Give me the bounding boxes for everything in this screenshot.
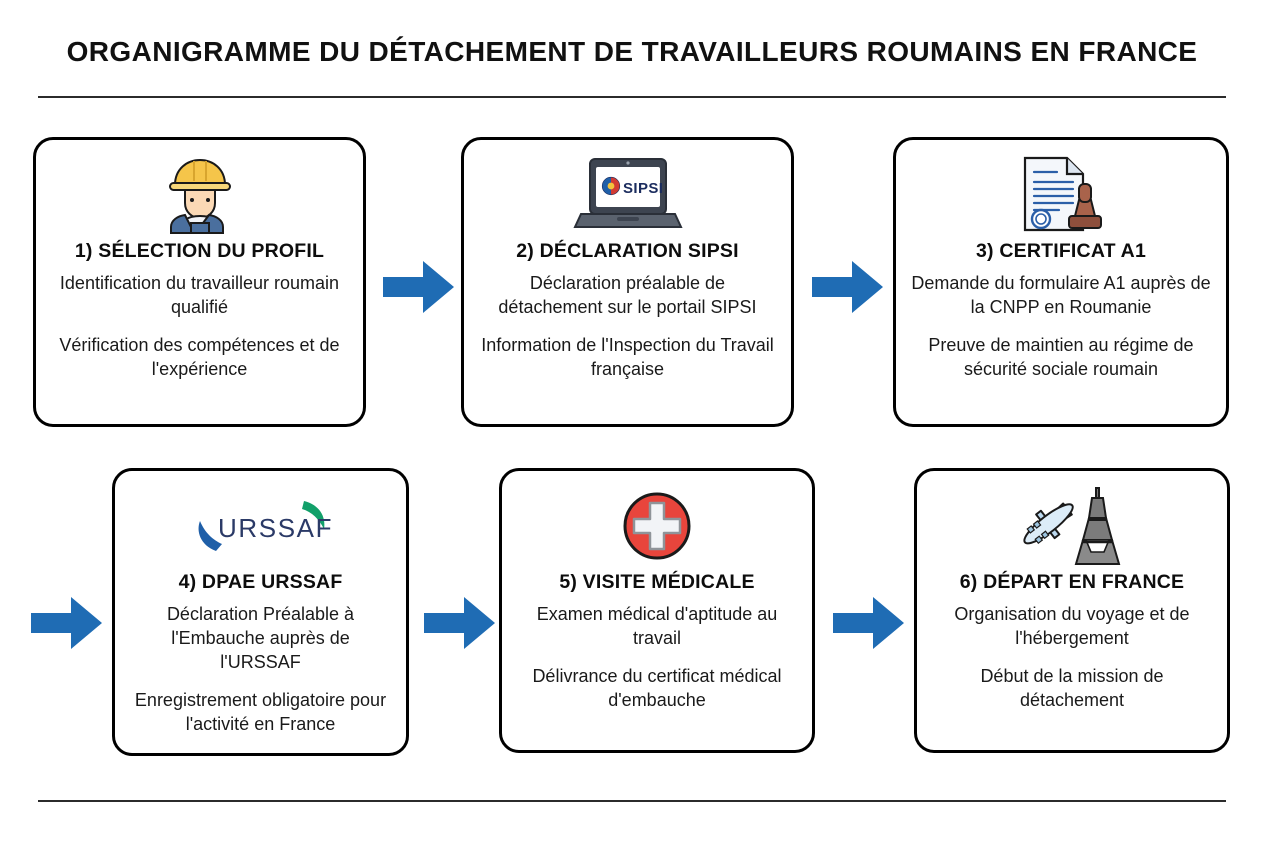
- step-card-3[interactable]: 3) CERTIFICAT A1 Demande du formulaire A…: [893, 137, 1229, 427]
- construction-worker-icon: [161, 152, 239, 238]
- step-card-2[interactable]: SIPSI 2) DÉCLARATION SIPSI Déclaration p…: [461, 137, 794, 427]
- step-card-6-line-1: Organisation du voyage et de l'hébergeme…: [954, 604, 1190, 649]
- urssaf-logo-icon: URSSAF: [186, 483, 336, 569]
- step-card-6[interactable]: 6) DÉPART EN FRANCE Organisation du voya…: [914, 468, 1230, 753]
- step-card-5-line-1: Examen médical d'aptitude au travail: [536, 604, 778, 649]
- step-card-4-line-1: Déclaration Préalable à l'Embauche auprè…: [166, 604, 355, 673]
- step-card-5-title: 5) VISITE MÉDICALE: [559, 571, 755, 593]
- step-card-2-line-2: Information de l'Inspection du Travail f…: [481, 335, 774, 380]
- arrow-step4-to-step5: [424, 594, 496, 652]
- page-title: ORGANIGRAMME DU DÉTACHEMENT DE TRAVAILLE…: [66, 36, 1198, 67]
- arrow-step2-to-step3: [812, 258, 884, 316]
- step-card-3-line-1: Demande du formulaire A1 auprès de la CN…: [911, 273, 1211, 318]
- step-card-1-line-2: Vérification des compétences et de l'exp…: [59, 335, 340, 380]
- step-card-4-title: 4) DPAE URSSAF: [178, 571, 343, 593]
- step-card-2-title: 2) DÉCLARATION SIPSI: [516, 240, 739, 262]
- arrow-wrap-to-step4: [31, 594, 103, 652]
- step-card-5-line-2: Délivrance du certificat médical d'embau…: [532, 666, 782, 711]
- step-card-3-title: 3) CERTIFICAT A1: [975, 240, 1147, 262]
- arrow-step1-to-step2: [383, 258, 455, 316]
- step-card-4[interactable]: URSSAF 4) DPAE URSSAF Déclaration Préala…: [112, 468, 409, 756]
- footer-divider-bottom: [38, 800, 1226, 802]
- airplane-eiffel-tower-icon: [1016, 483, 1128, 569]
- step-card-2-line-1: Déclaration préalable de détachement sur…: [498, 273, 757, 318]
- step-card-1-title: 1) SÉLECTION DU PROFIL: [74, 240, 325, 262]
- svg-text:SIPSI: SIPSI: [623, 180, 663, 197]
- step-card-3-line-2: Preuve de maintien au régime de sécurité…: [928, 335, 1194, 380]
- arrow-step5-to-step6: [833, 594, 905, 652]
- laptop-sipsi-icon: SIPSI: [572, 152, 683, 238]
- certificate-stamp-icon: [1015, 152, 1107, 238]
- step-card-5[interactable]: 5) VISITE MÉDICALE Examen médical d'apti…: [499, 468, 815, 753]
- step-card-4-line-2: Enregistrement obligatoire pour l'activi…: [134, 690, 387, 735]
- medical-cross-icon: [622, 483, 692, 569]
- step-card-1[interactable]: 1) SÉLECTION DU PROFIL Identification du…: [33, 137, 366, 427]
- svg-text:URSSAF: URSSAF: [218, 513, 333, 543]
- step-card-6-line-2: Début de la mission de détachement: [980, 666, 1164, 711]
- title-divider-top: [38, 96, 1226, 98]
- step-card-1-line-1: Identification du travailleur roumain qu…: [59, 273, 340, 318]
- step-card-6-title: 6) DÉPART EN FRANCE: [959, 571, 1185, 593]
